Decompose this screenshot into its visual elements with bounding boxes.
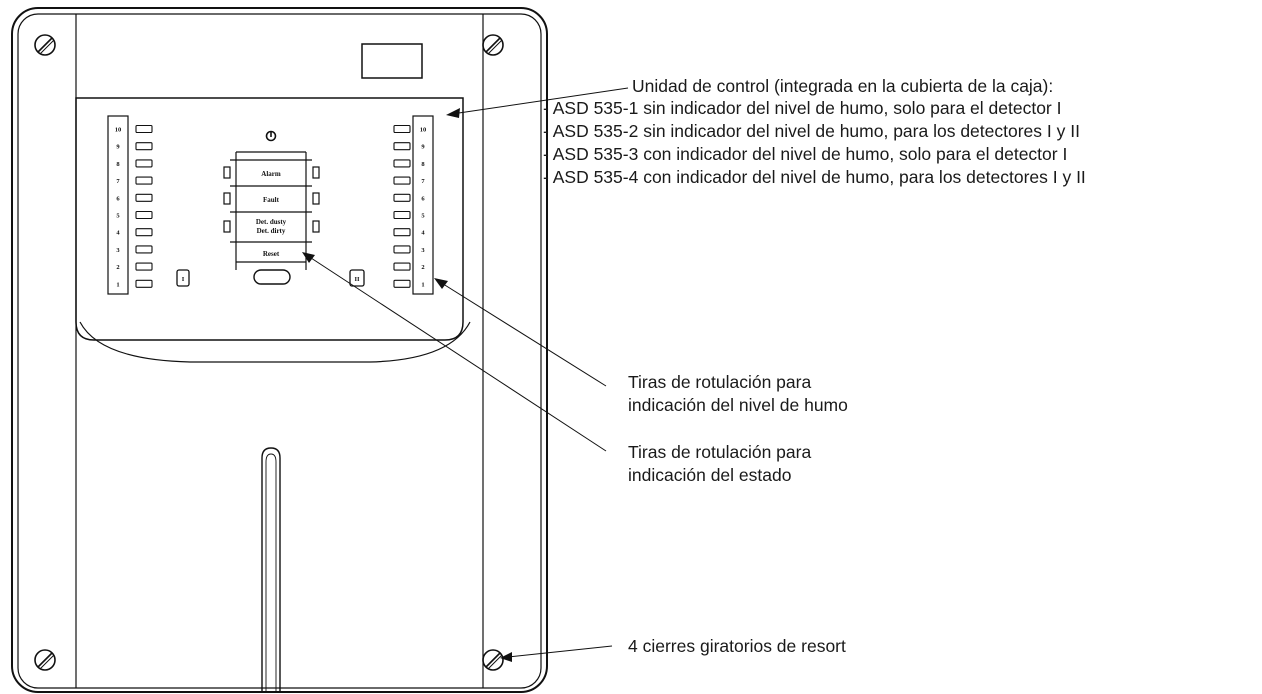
right-scale-number: 1 xyxy=(421,281,424,288)
right-scale-number: 7 xyxy=(421,178,425,185)
screw-top-right xyxy=(482,34,504,56)
left-scale-number: 3 xyxy=(116,247,120,254)
fault-led-left xyxy=(223,192,231,205)
left-scale-led xyxy=(135,228,153,237)
control-unit-item-1: - ASD 535-1 sin indicador del nivel de h… xyxy=(543,98,1062,118)
left-scale-led xyxy=(135,159,153,168)
right-scale-strip xyxy=(412,115,434,295)
control-unit-bottom-curve xyxy=(79,321,471,363)
leader-status-strips xyxy=(302,252,607,452)
left-scale-number: 4 xyxy=(116,230,120,237)
right-scale-led xyxy=(393,279,411,288)
det-dirty-label: Det. dirty xyxy=(257,227,286,235)
left-scale-number: 7 xyxy=(116,178,120,185)
detector-right-marker xyxy=(349,269,365,287)
right-scale-number: 5 xyxy=(421,213,425,220)
right-scale-number: 2 xyxy=(421,264,424,271)
left-scale-led xyxy=(135,262,153,271)
right-scale-led xyxy=(393,262,411,271)
right-scale-led xyxy=(393,193,411,202)
control-unit-item-2: - ASD 535-2 sin indicador del nivel de h… xyxy=(543,121,1080,141)
dirty-led-left xyxy=(223,220,231,233)
left-scale-number: 9 xyxy=(116,144,120,151)
right-scale-led xyxy=(393,245,411,254)
right-scale-led xyxy=(393,159,411,168)
right-scale-number: 8 xyxy=(421,161,425,168)
reset-button[interactable] xyxy=(253,269,291,285)
left-scale-led xyxy=(135,210,153,220)
status-strips-line-1: Tiras de rotulación para xyxy=(628,442,811,462)
right-scale: 10 9 8 7 6 5 4 3 2 1 xyxy=(393,124,427,288)
control-unit-item-3: - ASD 535-3 con indicador del nivel de h… xyxy=(543,144,1067,164)
dirty-led-right xyxy=(312,220,320,233)
right-scale-number: 10 xyxy=(420,127,427,134)
left-scale-number: 1 xyxy=(116,281,119,288)
right-scale-number: 6 xyxy=(421,195,425,202)
leader-control-unit xyxy=(446,87,629,118)
right-scale-led xyxy=(393,228,411,237)
right-scale-led xyxy=(393,176,411,185)
control-unit-item-4: - ASD 535-4 con indicador del nivel de h… xyxy=(543,167,1086,187)
right-scale-led xyxy=(393,142,411,151)
left-scale-led xyxy=(135,124,153,134)
left-scale-number: 8 xyxy=(116,161,120,168)
central-slot xyxy=(261,447,281,692)
status-strips-line-2: indicación del estado xyxy=(628,465,791,485)
status-button-block xyxy=(230,151,312,270)
detector-left-marker xyxy=(176,269,190,287)
label-window xyxy=(361,43,423,79)
screw-bottom-left xyxy=(34,649,56,671)
left-scale-led xyxy=(135,193,153,202)
left-scale-strip xyxy=(107,115,129,295)
leader-smoke-strips xyxy=(434,278,607,387)
left-scale-led xyxy=(135,176,153,185)
locks-label: 4 cierres giratorios de resort xyxy=(628,636,846,656)
right-scale-number: 9 xyxy=(421,144,425,151)
right-scale-led xyxy=(393,210,411,220)
right-scale-number: 4 xyxy=(421,230,425,237)
fault-label: Fault xyxy=(263,196,280,204)
smoke-strips-line-2: indicación del nivel de humo xyxy=(628,395,848,415)
left-scale: 10 9 8 7 6 5 4 3 2 1 xyxy=(115,124,153,288)
detector-right-mark: II xyxy=(354,276,360,283)
left-scale-led xyxy=(135,245,153,254)
detector-left-mark: I xyxy=(182,276,185,283)
control-unit-panel xyxy=(75,97,464,341)
left-scale-number: 10 xyxy=(115,127,122,134)
left-scale-number: 6 xyxy=(116,195,120,202)
screw-top-left xyxy=(34,34,56,56)
left-scale-led xyxy=(135,279,153,288)
screw-bottom-right xyxy=(482,649,504,671)
alarm-led-right xyxy=(312,166,320,179)
left-scale-number: 2 xyxy=(116,264,119,271)
alarm-led-left xyxy=(223,166,231,179)
control-unit-heading: Unidad de control (integrada en la cubie… xyxy=(632,76,1053,96)
leader-locks xyxy=(500,645,613,662)
smoke-strips-line-1: Tiras de rotulación para xyxy=(628,372,811,392)
det-dusty-label: Det. dusty xyxy=(256,218,287,226)
fault-led-right xyxy=(312,192,320,205)
right-scale-led xyxy=(393,124,411,134)
left-scale-number: 5 xyxy=(116,213,120,220)
left-scale-led xyxy=(135,142,153,151)
alarm-label: Alarm xyxy=(261,170,281,178)
right-scale-number: 3 xyxy=(421,247,425,254)
reset-label: Reset xyxy=(263,250,280,258)
